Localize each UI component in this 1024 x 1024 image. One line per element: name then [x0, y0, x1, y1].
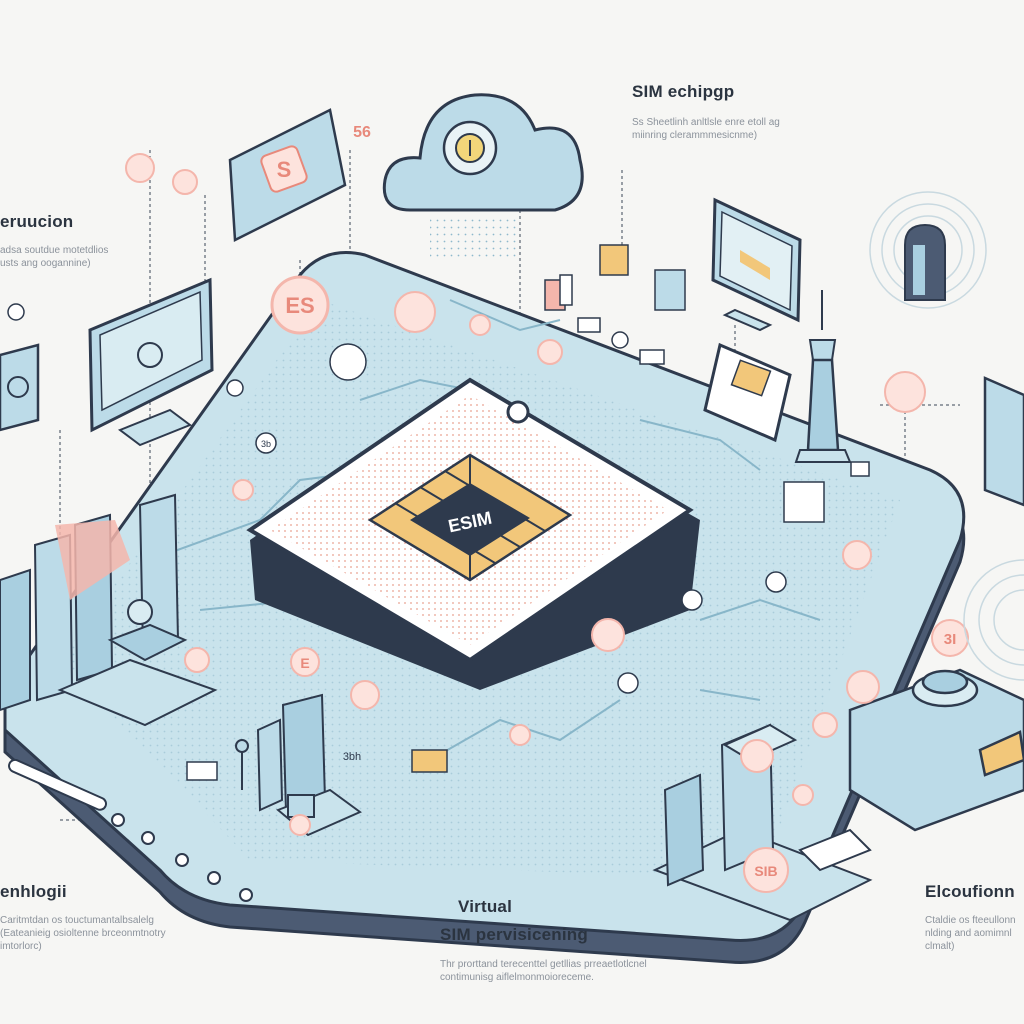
tower-icon — [794, 290, 852, 463]
board-icons — [186, 244, 870, 781]
svg-text:56: 56 — [353, 124, 371, 141]
sim-chip: ESIM — [246, 377, 700, 690]
left-edge-icon — [0, 343, 40, 432]
badge-sib: SIB — [743, 847, 789, 893]
svg-text:3bh: 3bh — [343, 751, 361, 763]
speaker-slot — [8, 758, 108, 811]
svg-text:3I: 3I — [944, 631, 957, 648]
center-title-line-1: Virtual — [458, 897, 512, 916]
cloud-dotted-link — [430, 218, 520, 258]
monitor-icon-right — [711, 197, 802, 332]
pink-flag — [55, 520, 130, 600]
cloud-icon — [382, 93, 584, 212]
device-icon — [848, 668, 1024, 832]
center-title-line-2: SIM pervisicening — [440, 925, 588, 944]
badge-es: ES — [270, 275, 330, 335]
side-buttons — [111, 813, 253, 902]
bottom-right-desc: Ctaldie os fteeullonn nlding and aomimnl… — [925, 915, 1016, 952]
svg-text:S: S — [277, 157, 292, 182]
terminal-icon — [703, 342, 792, 443]
bottom-left-title: enhlogii — [0, 882, 67, 901]
badge-31: 3I — [931, 619, 969, 657]
svg-text:ES: ES — [285, 293, 314, 318]
badge-56: 56 — [353, 124, 371, 141]
badge-e: E — [290, 647, 320, 677]
center-desc: Thr prorttand terecenttel getllias prrea… — [440, 959, 647, 983]
svg-text:3b: 3b — [261, 439, 271, 449]
right-card — [983, 376, 1024, 507]
badge-3b: 3b — [255, 432, 277, 454]
s-card: S — [228, 108, 347, 242]
left-title: eruucion — [0, 212, 74, 231]
badges: ES 56 3b 3bh E 3I SIB — [7, 124, 969, 893]
top-right-title: SIM echipgp — [632, 82, 735, 101]
left-desc: adsa soutdue motetdlios usts ang ooganni… — [0, 245, 109, 269]
top-right-desc: Ss Sheetlinh anltlsle enre etoll ag miin… — [632, 117, 780, 141]
bottom-left-desc: Caritmtdan os touctumantalbsalelg (Eatea… — [0, 915, 166, 952]
badge-3bh: 3bh — [343, 751, 361, 763]
monitor-icon — [88, 277, 214, 447]
signal-arcs — [963, 559, 1024, 681]
svg-text:SIB: SIB — [754, 863, 777, 879]
svg-text:E: E — [300, 655, 309, 671]
fingerprint-icon — [869, 191, 987, 309]
bottom-right-title: Elcoufionn — [925, 882, 1015, 901]
